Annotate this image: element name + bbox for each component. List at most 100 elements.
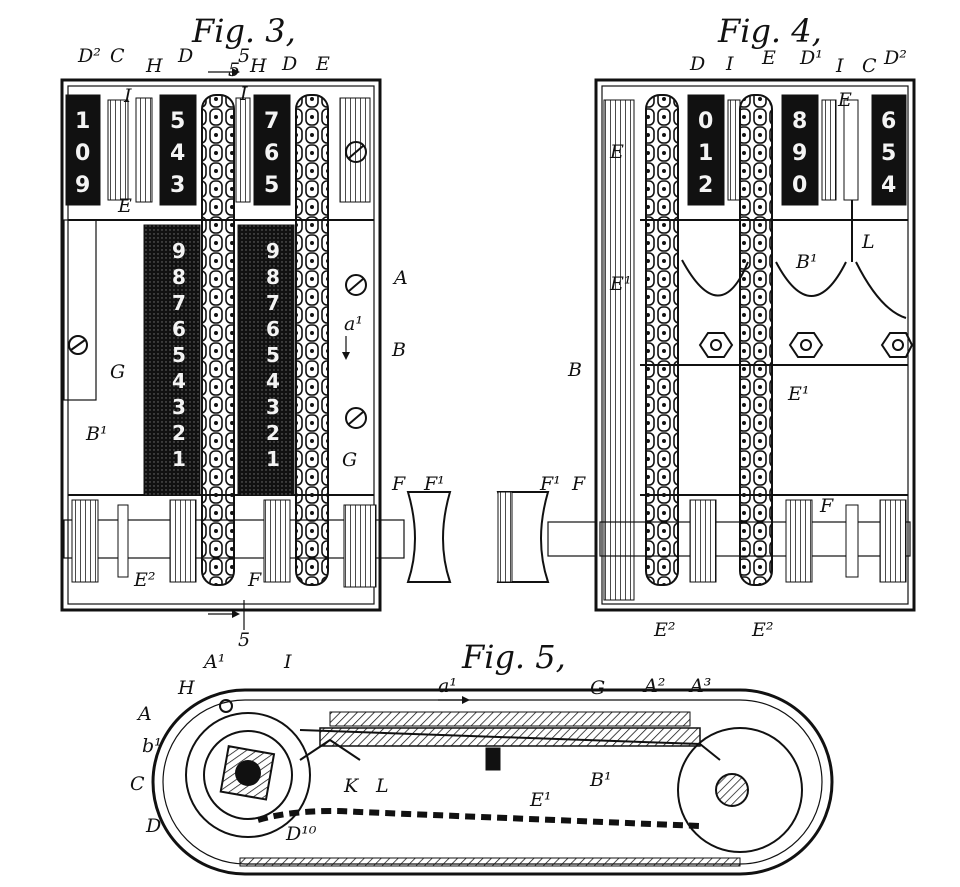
scale-number: 7 — [266, 291, 280, 315]
label-D: D — [689, 53, 705, 75]
fig4-nuts — [698, 332, 914, 358]
scale-number: 6 — [266, 317, 280, 341]
fig3-wheel-right — [253, 94, 291, 206]
fig3-wheel-middle — [159, 94, 197, 206]
label-K: K — [343, 775, 360, 797]
fig5-post — [485, 747, 501, 771]
label-E1: E¹ — [529, 789, 552, 811]
fig3-shaft — [63, 519, 405, 559]
fig3-collar — [117, 504, 129, 578]
fig3-gear — [169, 499, 197, 583]
label-F1: F¹ — [539, 473, 561, 495]
fig5-right-hub — [715, 773, 749, 807]
figure-4: Fig. 4, 0 1 2 8 9 0 6 5 4 — [594, 12, 916, 612]
label-C: C — [130, 773, 145, 795]
label-D: D — [177, 45, 193, 67]
label-D2: D² — [883, 47, 907, 69]
label-a1: a¹ — [344, 313, 363, 335]
label-I: I — [239, 83, 248, 105]
fig5-sprocket-housing — [185, 712, 311, 838]
fig4-wheel-left — [687, 94, 725, 206]
fig3-scale-left-numbers: 9 8 7 6 5 4 3 2 1 — [172, 239, 186, 471]
fig3-chain-right — [295, 94, 329, 586]
scale-number: 8 — [266, 265, 280, 289]
fig5-scale-bar — [329, 711, 691, 727]
fig3-wheel-left-digit: 1 — [75, 109, 90, 134]
label-B1: B¹ — [589, 769, 612, 791]
label-F: F — [571, 473, 586, 495]
label-a1: a¹ — [438, 675, 457, 697]
fig3-wheel-middle-digit: 4 — [170, 141, 185, 166]
label-A2: A² — [642, 675, 665, 697]
label-I: I — [835, 55, 844, 77]
fig4-chain-right — [739, 94, 773, 586]
fig5-ratchet — [203, 730, 293, 820]
label-E1: E¹ — [787, 383, 810, 405]
fig4-wheel-middle — [781, 94, 819, 206]
label-D: D — [145, 815, 161, 837]
label-A: A — [136, 703, 152, 725]
fig4-title: Fig. 4, — [717, 12, 822, 50]
label-B1: B¹ — [85, 423, 108, 445]
fig3-wheel-right-digit: 5 — [264, 173, 279, 198]
label-L: L — [375, 775, 389, 797]
label-G: G — [590, 677, 605, 699]
label-H: H — [145, 55, 163, 77]
label-A1: A¹ — [202, 651, 225, 673]
scale-number: 1 — [172, 447, 186, 471]
fig5-base-strip — [239, 857, 741, 867]
fig4-wheel-middle-digit: 0 — [792, 173, 807, 198]
fig4-arc — [775, 261, 847, 297]
scale-number: 4 — [172, 369, 186, 393]
figure-3: Fig. 3, 1 0 9 5 4 3 7 6 5 9 8 7 6 — [60, 12, 405, 630]
fig5-arbor-center — [235, 760, 261, 786]
label-F1: F¹ — [423, 473, 445, 495]
scale-number: 3 — [172, 395, 186, 419]
label-E1: E¹ — [609, 273, 632, 295]
fig4-shaft — [599, 521, 911, 557]
fig5-chain — [257, 808, 701, 829]
fig3-wheel-left — [65, 94, 101, 206]
fig4-gear — [879, 499, 907, 583]
scale-number: 2 — [172, 421, 186, 445]
fig4-arc — [855, 261, 907, 319]
label-A3: A³ — [688, 675, 711, 697]
fig4-housing-inner — [601, 85, 909, 605]
label-E2: E² — [133, 569, 156, 591]
fig4-wheel-right-digit: 5 — [881, 141, 896, 166]
fig4-chain-left — [645, 94, 679, 586]
fig3-gear — [71, 499, 99, 583]
fig3-title: Fig. 3, — [191, 12, 296, 50]
scale-number: 2 — [266, 421, 280, 445]
fig3-wheel-left-digit: 9 — [75, 173, 90, 198]
fig3-side-plate — [63, 219, 97, 401]
label-G: G — [342, 449, 357, 471]
fig4-collar — [845, 504, 859, 578]
reference-labels: D² C H D 5 H D E I I A a¹ B G B¹ E G F E… — [77, 45, 907, 845]
direction-arrows — [208, 68, 470, 704]
label-H: H — [177, 677, 195, 699]
fig3-ratchet-c — [107, 99, 129, 201]
fig4-wheel-right-digit: 6 — [881, 109, 896, 134]
label-D10: D¹⁰ — [285, 823, 317, 845]
label-E: E — [315, 53, 330, 75]
label-5: 5 — [238, 629, 250, 651]
scale-number: 3 — [266, 395, 280, 419]
label-D1: D¹ — [799, 47, 823, 69]
fig5-spring — [299, 738, 361, 761]
scale-number: 5 — [172, 343, 186, 367]
fig4-shaft-stub — [547, 521, 599, 557]
label-B1: B¹ — [795, 251, 818, 273]
fig5-title: Fig. 5, — [461, 638, 566, 676]
label-C: C — [110, 45, 125, 67]
figure-5: Fig. 5, — [151, 638, 834, 876]
pulley-left — [406, 491, 452, 583]
fig3-screws — [345, 141, 367, 429]
label-I: I — [283, 651, 292, 673]
fig3-screw-left — [68, 335, 88, 355]
fig4-wheel-right-digit: 4 — [881, 173, 896, 198]
label-E: E — [761, 47, 776, 69]
label-F: F — [391, 473, 406, 495]
scale-number: 1 — [266, 447, 280, 471]
fig3-wheel-right-digit: 6 — [264, 141, 279, 166]
